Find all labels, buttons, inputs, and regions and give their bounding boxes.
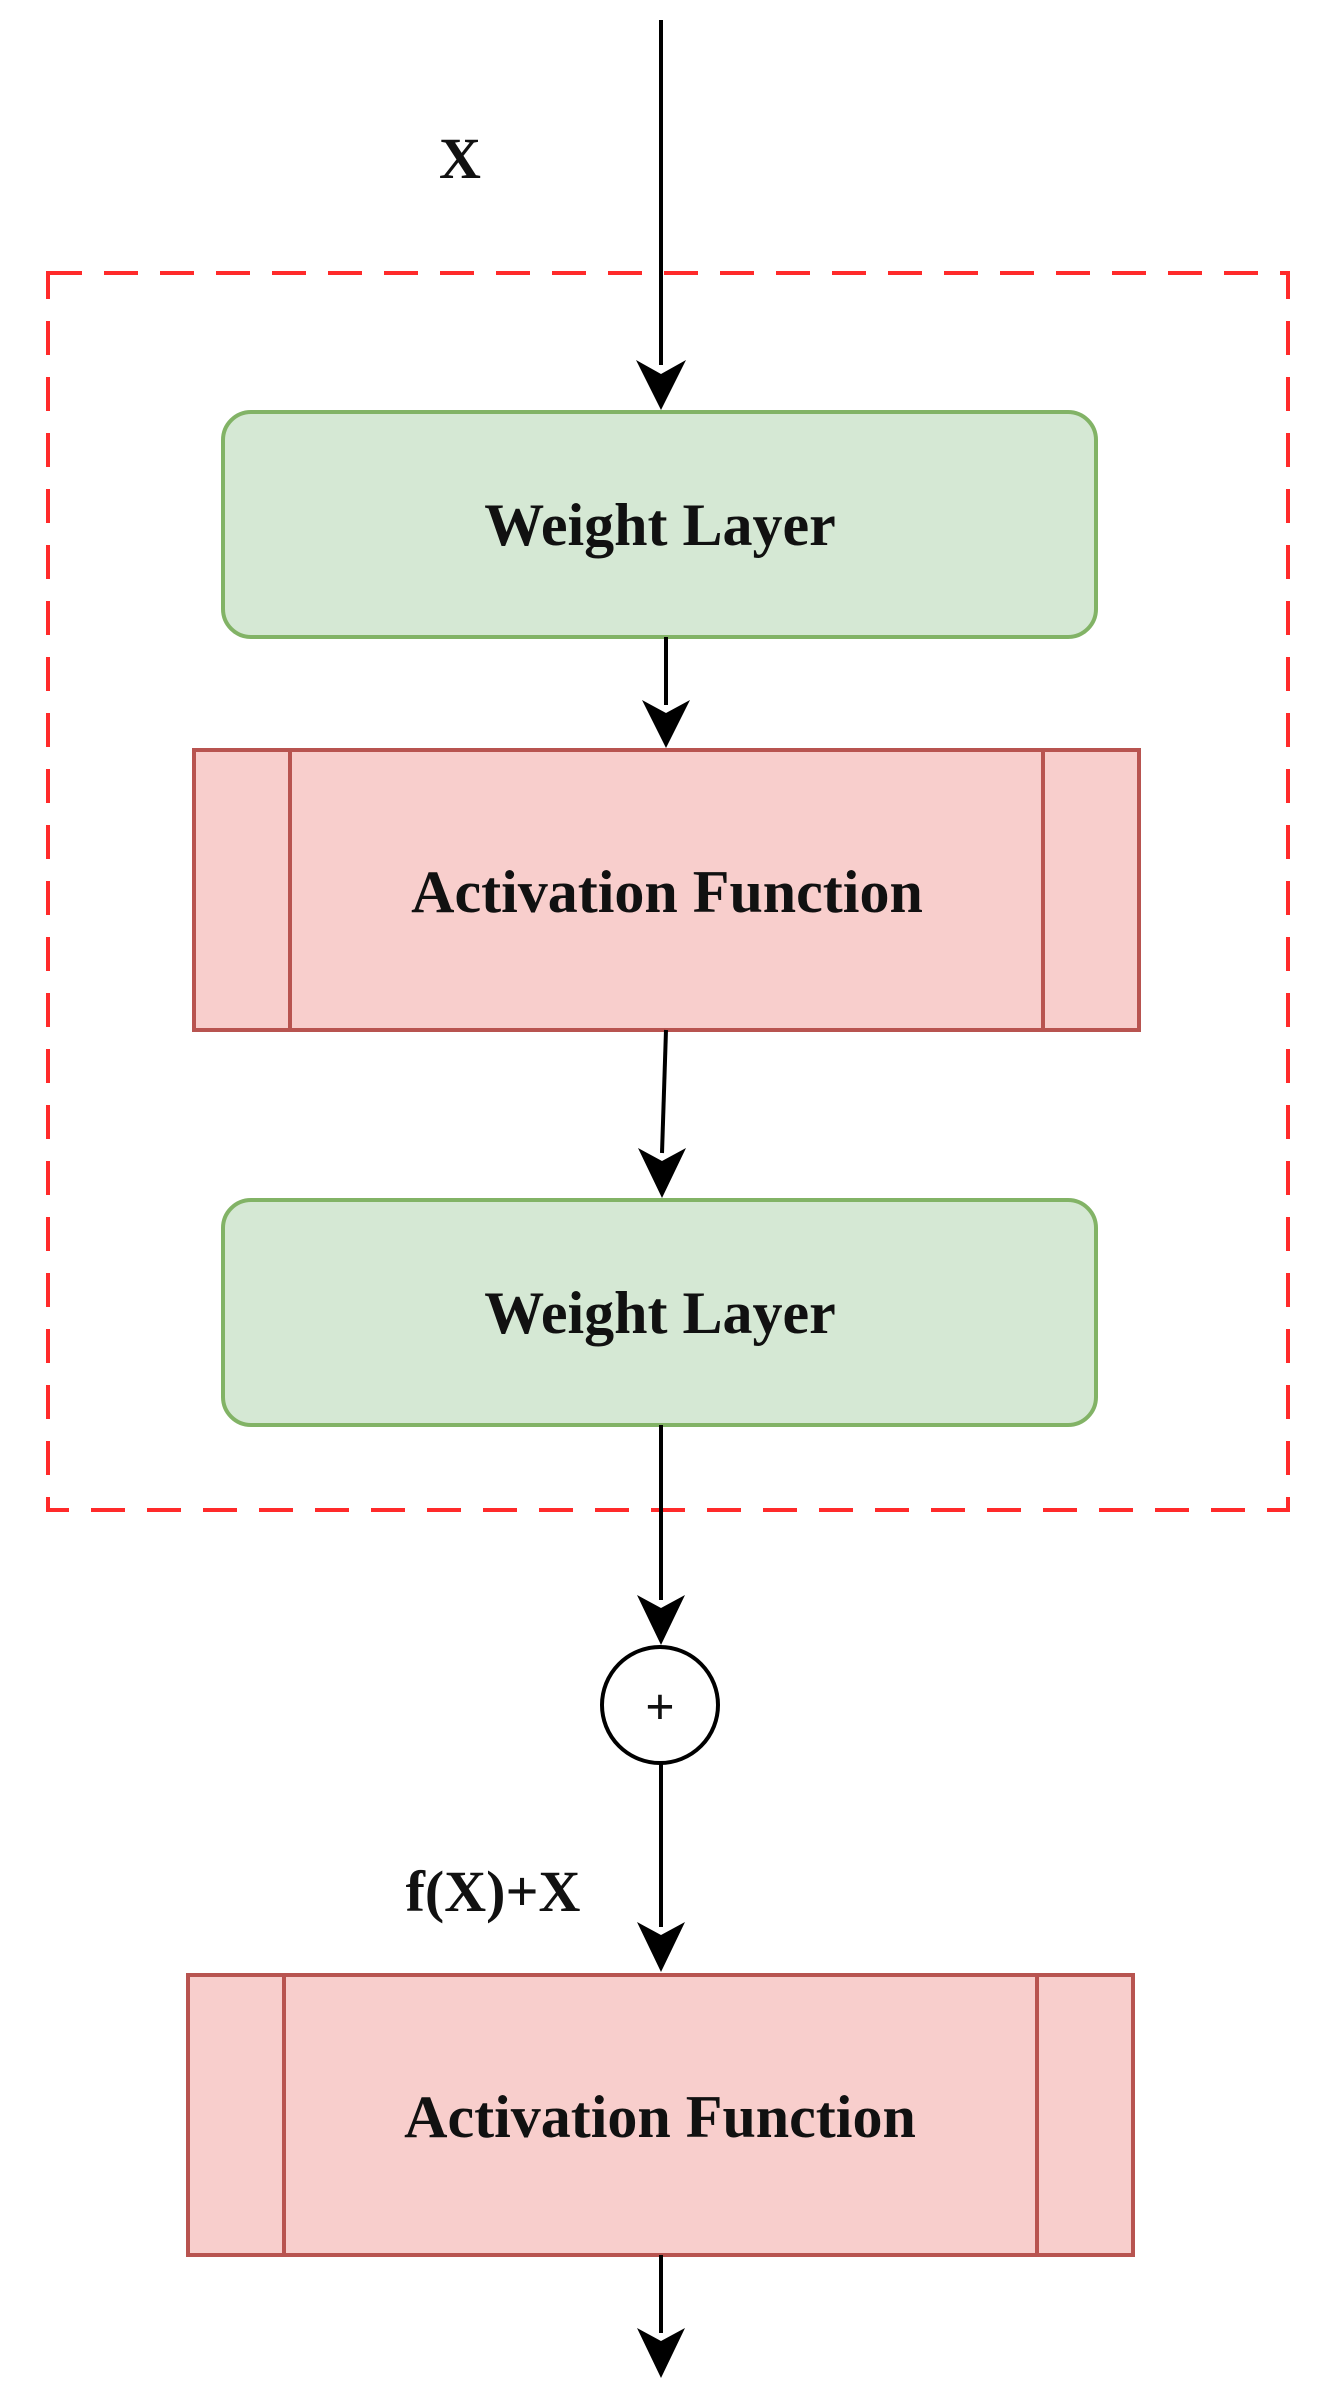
arrow-activation-to-weight2 <box>638 1029 686 1198</box>
input-label: X <box>439 126 481 191</box>
activation-function-1: Activation Function <box>192 748 1141 1032</box>
weight-layer-1: Weight Layer <box>221 410 1098 639</box>
arrow-weight1-to-activation <box>642 637 690 748</box>
output-arrow <box>637 2255 685 2378</box>
arrow-weight2-to-add <box>637 1425 685 1645</box>
residual-block-boundary <box>46 271 1290 1512</box>
weight-layer-1-label: Weight Layer <box>484 492 836 558</box>
weight-layer-1-box <box>221 410 1098 639</box>
add-node: + <box>600 1645 720 1765</box>
activation-function-1-box <box>192 748 1141 1032</box>
activation-function-output-box <box>186 1973 1135 2257</box>
activation-function-1-label: Activation Function <box>411 859 923 925</box>
weight-layer-2-label: Weight Layer <box>484 1280 836 1346</box>
sum-label: f(X)+X <box>406 1859 581 1924</box>
activation-function-output-label: Activation Function <box>404 2084 916 2150</box>
input-arrow <box>636 20 686 410</box>
arrow-add-to-output <box>637 1763 685 1972</box>
activation-function-output: Activation Function <box>186 1973 1135 2257</box>
add-symbol: + <box>645 1679 675 1736</box>
weight-layer-2: Weight Layer <box>221 1198 1098 1427</box>
